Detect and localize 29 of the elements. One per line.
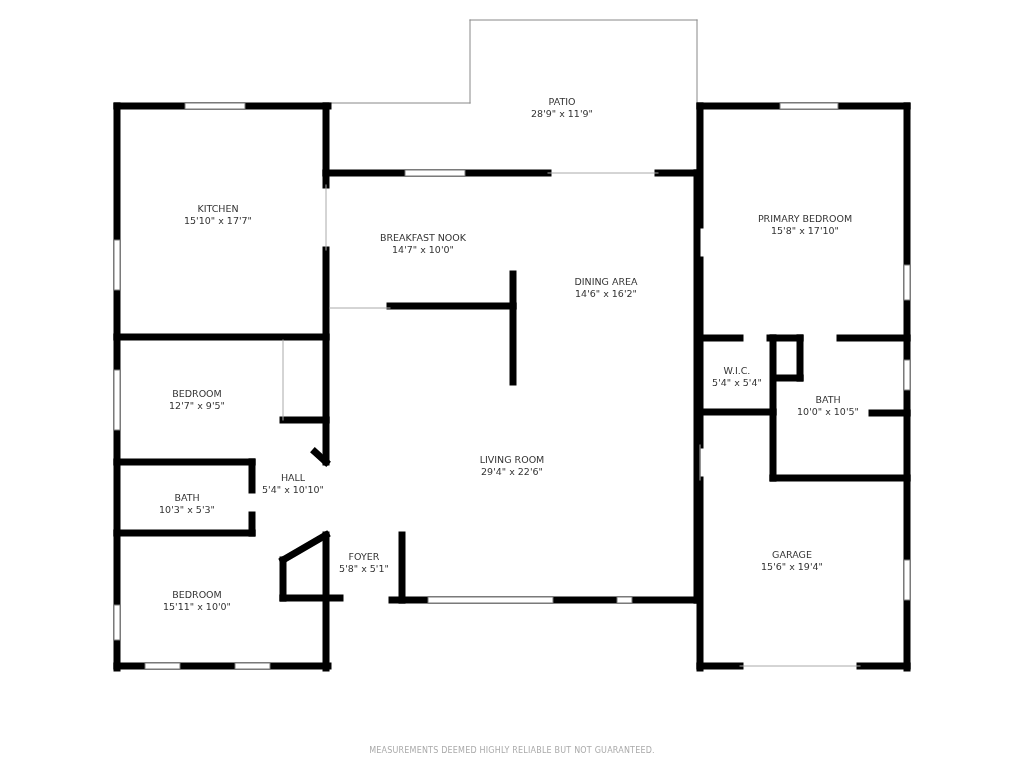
room-dimensions: 15'11" x 10'0"	[163, 601, 231, 613]
room-name: FOYER	[348, 551, 380, 563]
room-dimensions: 5'4" x 5'4"	[712, 377, 762, 389]
room-name: BEDROOM	[172, 589, 222, 601]
room-dimensions: 5'4" x 10'10"	[262, 484, 324, 496]
room-name: PRIMARY BEDROOM	[757, 213, 853, 225]
room-name: DINING AREA	[574, 276, 638, 288]
room-dimensions: 10'0" x 10'5"	[797, 406, 859, 418]
room-dimensions: 15'8" x 17'10"	[771, 225, 839, 237]
room-dimensions: 29'4" x 22'6"	[481, 466, 543, 478]
room-name: HALL	[280, 472, 306, 484]
room-name: GARAGE	[772, 549, 812, 561]
room-name: LIVING ROOM	[479, 454, 545, 466]
room-name: BEDROOM	[172, 388, 222, 400]
room-dimensions: 5'8" x 5'1"	[339, 563, 389, 575]
disclaimer-note: MEASUREMENTS DEEMED HIGHLY RELIABLE BUT NOT GUARANTEED.	[369, 746, 655, 755]
room-name: PATIO	[548, 96, 576, 108]
room-dimensions: 14'7" x 10'0"	[392, 244, 454, 256]
room-dimensions: 12'7" x 9'5"	[169, 400, 225, 412]
room-name: W.I.C.	[723, 365, 751, 377]
room-dimensions: 10'3" x 5'3"	[159, 504, 215, 516]
room-name: BATH	[174, 492, 200, 504]
room-dimensions: 15'6" x 19'4"	[761, 561, 823, 573]
room-name: BREAKFAST NOOK	[379, 232, 467, 244]
room-name: BATH	[815, 394, 841, 406]
room-dimensions: 28'9" x 11'9"	[531, 108, 593, 120]
room-dimensions: 14'6" x 16'2"	[575, 288, 637, 300]
room-dimensions: 15'10" x 17'7"	[184, 215, 252, 227]
room-name: KITCHEN	[197, 203, 239, 215]
